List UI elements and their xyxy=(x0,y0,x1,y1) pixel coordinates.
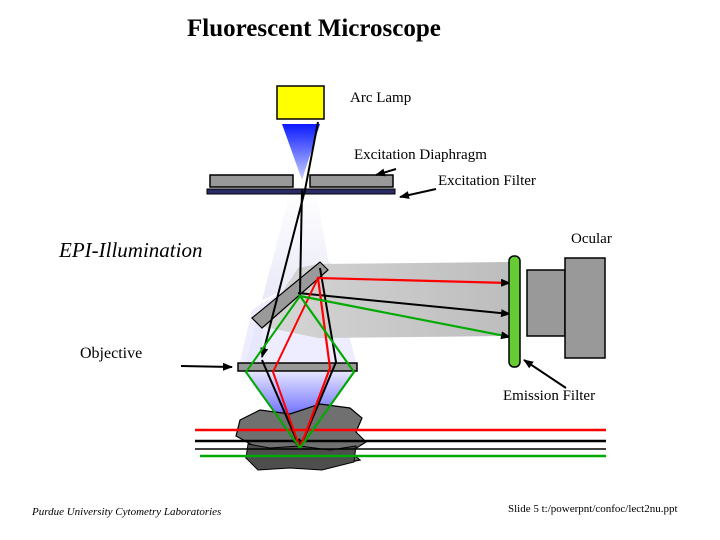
red-emission-ray-2 xyxy=(271,277,319,449)
footer-slide-info: Slide 5 t:/powerpnt/confoc/lect2nu.ppt xyxy=(508,503,678,515)
excitation-ray-3 xyxy=(299,267,338,449)
incoming-ray-black xyxy=(299,189,303,293)
reflected-ray-black xyxy=(297,292,511,318)
slide-title: Fluorescent Microscope xyxy=(187,15,441,42)
objective-lens xyxy=(237,362,358,372)
objective-lower-cone xyxy=(244,372,355,448)
excitation-diaphragm-right xyxy=(309,174,394,188)
excitation-beam xyxy=(246,192,330,362)
emission-filter-arrow xyxy=(523,359,567,389)
excitation-diaphragm-label: Excitation Diaphragm xyxy=(354,147,487,163)
excitation-filter-label: Excitation Filter xyxy=(438,173,536,189)
ocular-label: Ocular xyxy=(571,231,612,247)
emission-filter xyxy=(508,255,521,368)
green-emission-ray xyxy=(297,294,511,449)
epi-illumination-label: EPI-Illumination xyxy=(59,238,203,262)
excitation-diaphragm-arrow xyxy=(375,168,397,177)
ocular-body xyxy=(526,269,566,337)
footer-credit: Purdue University Cytometry Laboratories xyxy=(32,506,222,518)
objective-label: Objective xyxy=(80,345,143,362)
red-emission-ray xyxy=(298,276,511,449)
excitation-ray-1 xyxy=(260,121,319,358)
arc-lamp xyxy=(276,85,325,120)
excitation-diaphragm-left xyxy=(209,174,294,188)
dichroic-mirror xyxy=(251,261,329,329)
objective-arrow xyxy=(180,362,233,371)
excitation-filter-arrow xyxy=(399,188,437,199)
lamp-cone xyxy=(282,124,320,180)
green-emission-ray-2 xyxy=(244,295,301,449)
excitation-ray-2 xyxy=(261,359,301,449)
emission-filter-label: Emission Filter xyxy=(503,388,596,404)
arc-lamp-label: Arc Lamp xyxy=(350,90,412,106)
ocular-eyepiece xyxy=(564,257,606,359)
